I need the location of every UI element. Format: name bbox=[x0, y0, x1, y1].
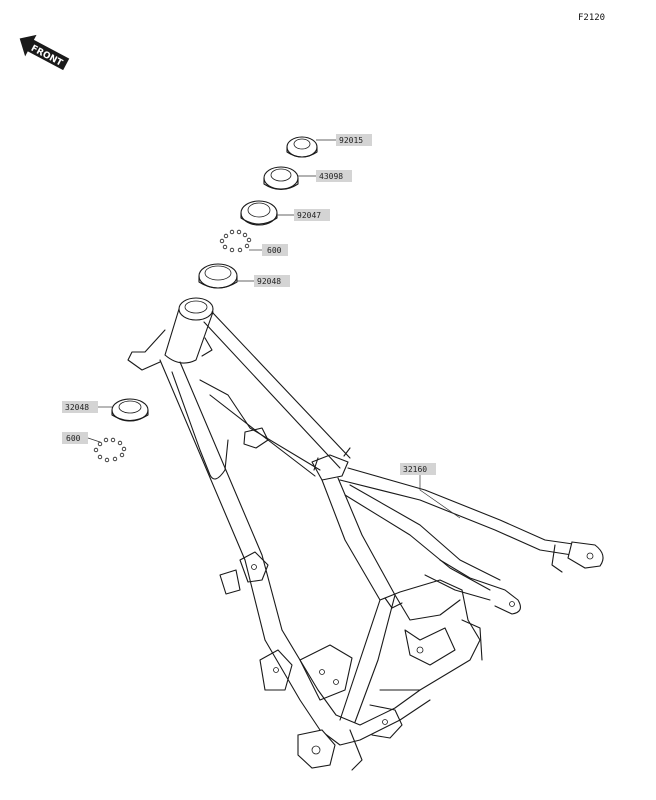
frame-assembly bbox=[127, 297, 604, 771]
part-600-balls-lower bbox=[93, 437, 127, 463]
part-label-600-upper: 600 bbox=[267, 246, 282, 255]
part-600-balls-upper bbox=[219, 229, 252, 253]
part-32048-race-lower bbox=[111, 398, 149, 422]
part-label-92015: 92015 bbox=[339, 136, 363, 145]
front-arrow-icon: FRONT bbox=[19, 34, 70, 71]
part-label-43098: 43098 bbox=[319, 172, 343, 181]
part-label-32048: 32048 bbox=[65, 403, 89, 412]
part-43098-washer bbox=[263, 166, 299, 191]
part-92048-race-upper bbox=[198, 263, 238, 289]
part-label-32160: 32160 bbox=[403, 465, 427, 474]
part-92047-race bbox=[240, 200, 278, 226]
diagram-code: F2120 bbox=[578, 13, 605, 23]
part-label-92047: 92047 bbox=[297, 211, 321, 220]
part-label-600-lower: 600 bbox=[66, 434, 81, 443]
part-92015-nut bbox=[286, 136, 318, 158]
part-label-92048: 92048 bbox=[257, 277, 281, 286]
